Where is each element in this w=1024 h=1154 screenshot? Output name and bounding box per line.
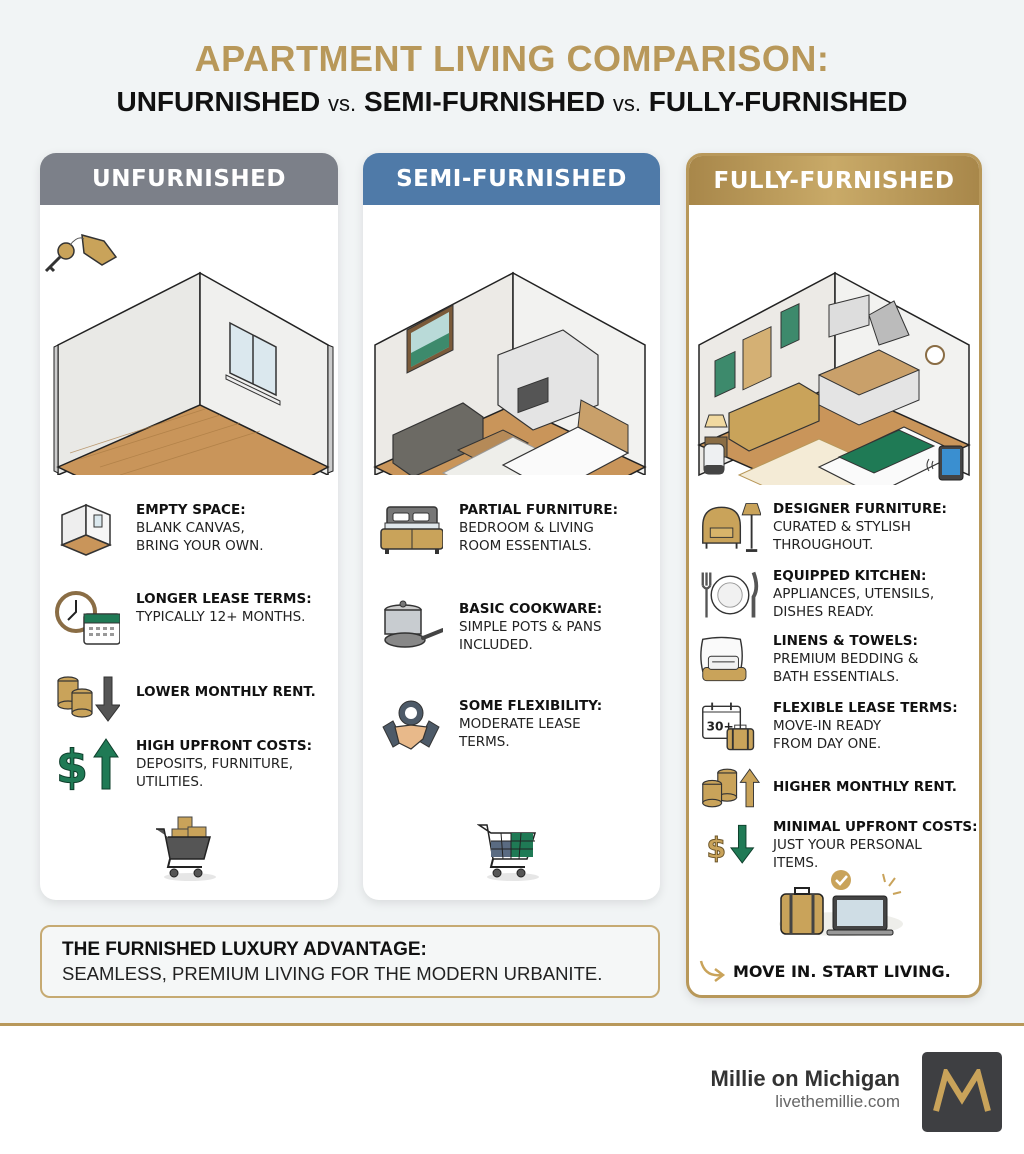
feature-item: HIGHER MONTHLY RENT.	[689, 766, 979, 810]
pillow-towels-icon	[700, 636, 747, 682]
feature-line: FROM DAY ONE.	[773, 736, 882, 752]
subtitle-unfurnished: UNFURNISHED	[116, 86, 321, 117]
handshake-gear-icon	[382, 700, 440, 750]
bed-sofa-icon	[380, 506, 443, 554]
feature-item: DESIGNER FURNITURE: CURATED & STYLISH TH…	[689, 500, 979, 556]
feature-item: $ MINIMAL UPFRONT COSTS: JUST YOUR PERSO…	[689, 818, 979, 874]
subtitle-semi: SEMI-FURNISHED	[363, 86, 606, 117]
feature-item: EMPTY SPACE: BLANK CANVAS, BRING YOUR OW…	[40, 501, 338, 557]
subtitle-vs: vs.	[612, 91, 641, 116]
page-subtitle: UNFURNISHED vs. SEMI-FURNISHED vs. FULLY…	[0, 86, 1024, 118]
feature-line: INCLUDED.	[459, 637, 533, 653]
fully-furnished-room-illustration	[689, 205, 979, 485]
feature-title: LOWER MONTHLY RENT.	[136, 684, 316, 700]
card-header-unfurnished: UNFURNISHED	[40, 153, 338, 205]
card-header-full: FULLY-FURNISHED	[689, 156, 979, 205]
brand-url[interactable]: livethemillie.com	[775, 1092, 900, 1111]
key-tag-icon	[44, 233, 118, 273]
feature-item: $ HIGH UPFRONT COSTS: DEPOSITS, FURNITUR…	[40, 737, 338, 793]
curved-arrow-icon	[699, 960, 726, 982]
feature-title: HIGHER MONTHLY RENT.	[773, 779, 957, 795]
feature-title: DESIGNER FURNITURE:	[773, 501, 947, 517]
empty-room-illustration	[40, 205, 338, 475]
banner-subtitle: SEAMLESS, PREMIUM LIVING FOR THE MODERN …	[62, 963, 603, 984]
move-in-tagline: MOVE IN. START LIVING.	[699, 959, 951, 983]
feature-item: LONGER LEASE TERMS: TYPICALLY 12+ MONTHS…	[40, 590, 338, 646]
card-fully-furnished: FULLY-FURNISHED	[686, 153, 982, 998]
feature-line: PREMIUM BEDDING &	[773, 651, 919, 667]
dollar-up-icon: $	[56, 738, 119, 793]
brand-block: Millie on Michigan livethemillie.com	[711, 1066, 900, 1112]
cart-partial-icon	[476, 824, 539, 881]
calendar-suitcase-icon: 30+	[702, 702, 755, 751]
coins-down-icon	[57, 676, 120, 722]
feature-line: DISHES READY.	[773, 604, 875, 620]
feature-line: THROUGHOUT.	[773, 537, 874, 553]
subtitle-full: FULLY-FURNISHED	[648, 86, 908, 117]
tagline-text: MOVE IN. START LIVING.	[733, 961, 951, 981]
card-header-semi: SEMI-FURNISHED	[363, 153, 660, 205]
footer: Millie on Michigan livethemillie.com	[0, 1026, 1024, 1154]
dollar-down-icon: $	[706, 824, 755, 865]
feature-line: BEDROOM & LIVING	[459, 520, 594, 536]
feature-title: SOME FLEXIBILITY:	[459, 698, 603, 714]
feature-title: EQUIPPED KITCHEN:	[773, 568, 927, 584]
feature-line: BATH ESSENTIALS.	[773, 669, 900, 685]
feature-line: SIMPLE POTS & PANS	[459, 619, 602, 635]
feature-item: PARTIAL FURNITURE: BEDROOM & LIVING ROOM…	[363, 501, 660, 557]
feature-item: SOME FLEXIBILITY: MODERATE LEASE TERMS.	[363, 697, 660, 753]
feature-line: BLANK CANVAS,	[136, 520, 245, 536]
page-title: APARTMENT LIVING COMPARISON:	[194, 38, 830, 79]
feature-line: TERMS.	[459, 734, 510, 750]
feature-item: 30+ FLEXIBLE LEASE TERMS: MOVE-IN READY …	[689, 699, 979, 755]
plate-cutlery-icon	[701, 571, 759, 618]
brand-name: Millie on Michigan	[710, 1066, 900, 1091]
feature-line: DEPOSITS, FURNITURE,	[136, 756, 294, 772]
feature-line: TYPICALLY 12+ MONTHS.	[136, 609, 306, 625]
cookware-icon	[384, 600, 443, 648]
feature-item: LINENS & TOWELS: PREMIUM BEDDING & BATH …	[689, 632, 979, 688]
feature-line: JUST YOUR PERSONAL	[773, 837, 922, 853]
feature-item: LOWER MONTHLY RENT.	[40, 671, 338, 727]
feature-line: ITEMS.	[773, 855, 819, 871]
banner-title: THE FURNISHED LUXURY ADVANTAGE:	[62, 939, 427, 960]
page-title-block: APARTMENT LIVING COMPARISON: UNFURNISHED…	[0, 38, 1024, 118]
tablet-icon	[926, 445, 964, 481]
armchair-lamp-icon	[702, 503, 761, 552]
coins-up-icon	[702, 768, 761, 808]
feature-line: MODERATE LEASE	[459, 716, 581, 732]
feature-line: BRING YOUR OWN.	[136, 538, 264, 554]
feature-line: ROOM ESSENTIALS.	[459, 538, 592, 554]
feature-title: LONGER LEASE TERMS:	[136, 591, 312, 607]
feature-item: EQUIPPED KITCHEN: APPLIANCES, UTENSILS, …	[689, 567, 979, 623]
feature-line: UTILITIES.	[136, 774, 204, 790]
svg-text:$: $	[707, 831, 727, 864]
clock-calendar-icon	[55, 591, 120, 645]
feature-title: FLEXIBLE LEASE TERMS:	[773, 700, 958, 716]
suitcase-laptop-icon	[779, 870, 903, 936]
cart-boxes-icon	[156, 816, 216, 881]
feature-line: MOVE-IN READY	[773, 718, 882, 734]
feature-title: MINIMAL UPFRONT COSTS:	[773, 819, 978, 835]
empty-room-icon	[60, 503, 112, 556]
luxury-advantage-banner: THE FURNISHED LUXURY ADVANTAGE: SEAMLESS…	[40, 925, 660, 998]
semi-furnished-room-illustration	[363, 205, 660, 475]
feature-item: BASIC COOKWARE: SIMPLE POTS & PANS INCLU…	[363, 600, 660, 656]
feature-title: LINENS & TOWELS:	[773, 633, 918, 649]
feature-title: PARTIAL FURNITURE:	[459, 502, 618, 518]
feature-line: CURATED & STYLISH	[773, 519, 911, 535]
gold-divider	[0, 1023, 1024, 1026]
feature-line: APPLIANCES, UTENSILS,	[773, 586, 935, 602]
card-unfurnished: UNFURNISHED	[40, 153, 338, 900]
brand-logo	[922, 1052, 1002, 1132]
feature-title: EMPTY SPACE:	[136, 502, 246, 518]
smart-speaker-icon	[703, 443, 725, 475]
feature-title: BASIC COOKWARE:	[459, 601, 603, 617]
svg-text:$: $	[56, 740, 88, 793]
subtitle-vs: vs.	[328, 91, 357, 116]
card-semi-furnished: SEMI-FURNISHED	[363, 153, 660, 900]
feature-title: HIGH UPFRONT COSTS:	[136, 738, 312, 754]
m-logo-icon	[933, 1069, 991, 1112]
